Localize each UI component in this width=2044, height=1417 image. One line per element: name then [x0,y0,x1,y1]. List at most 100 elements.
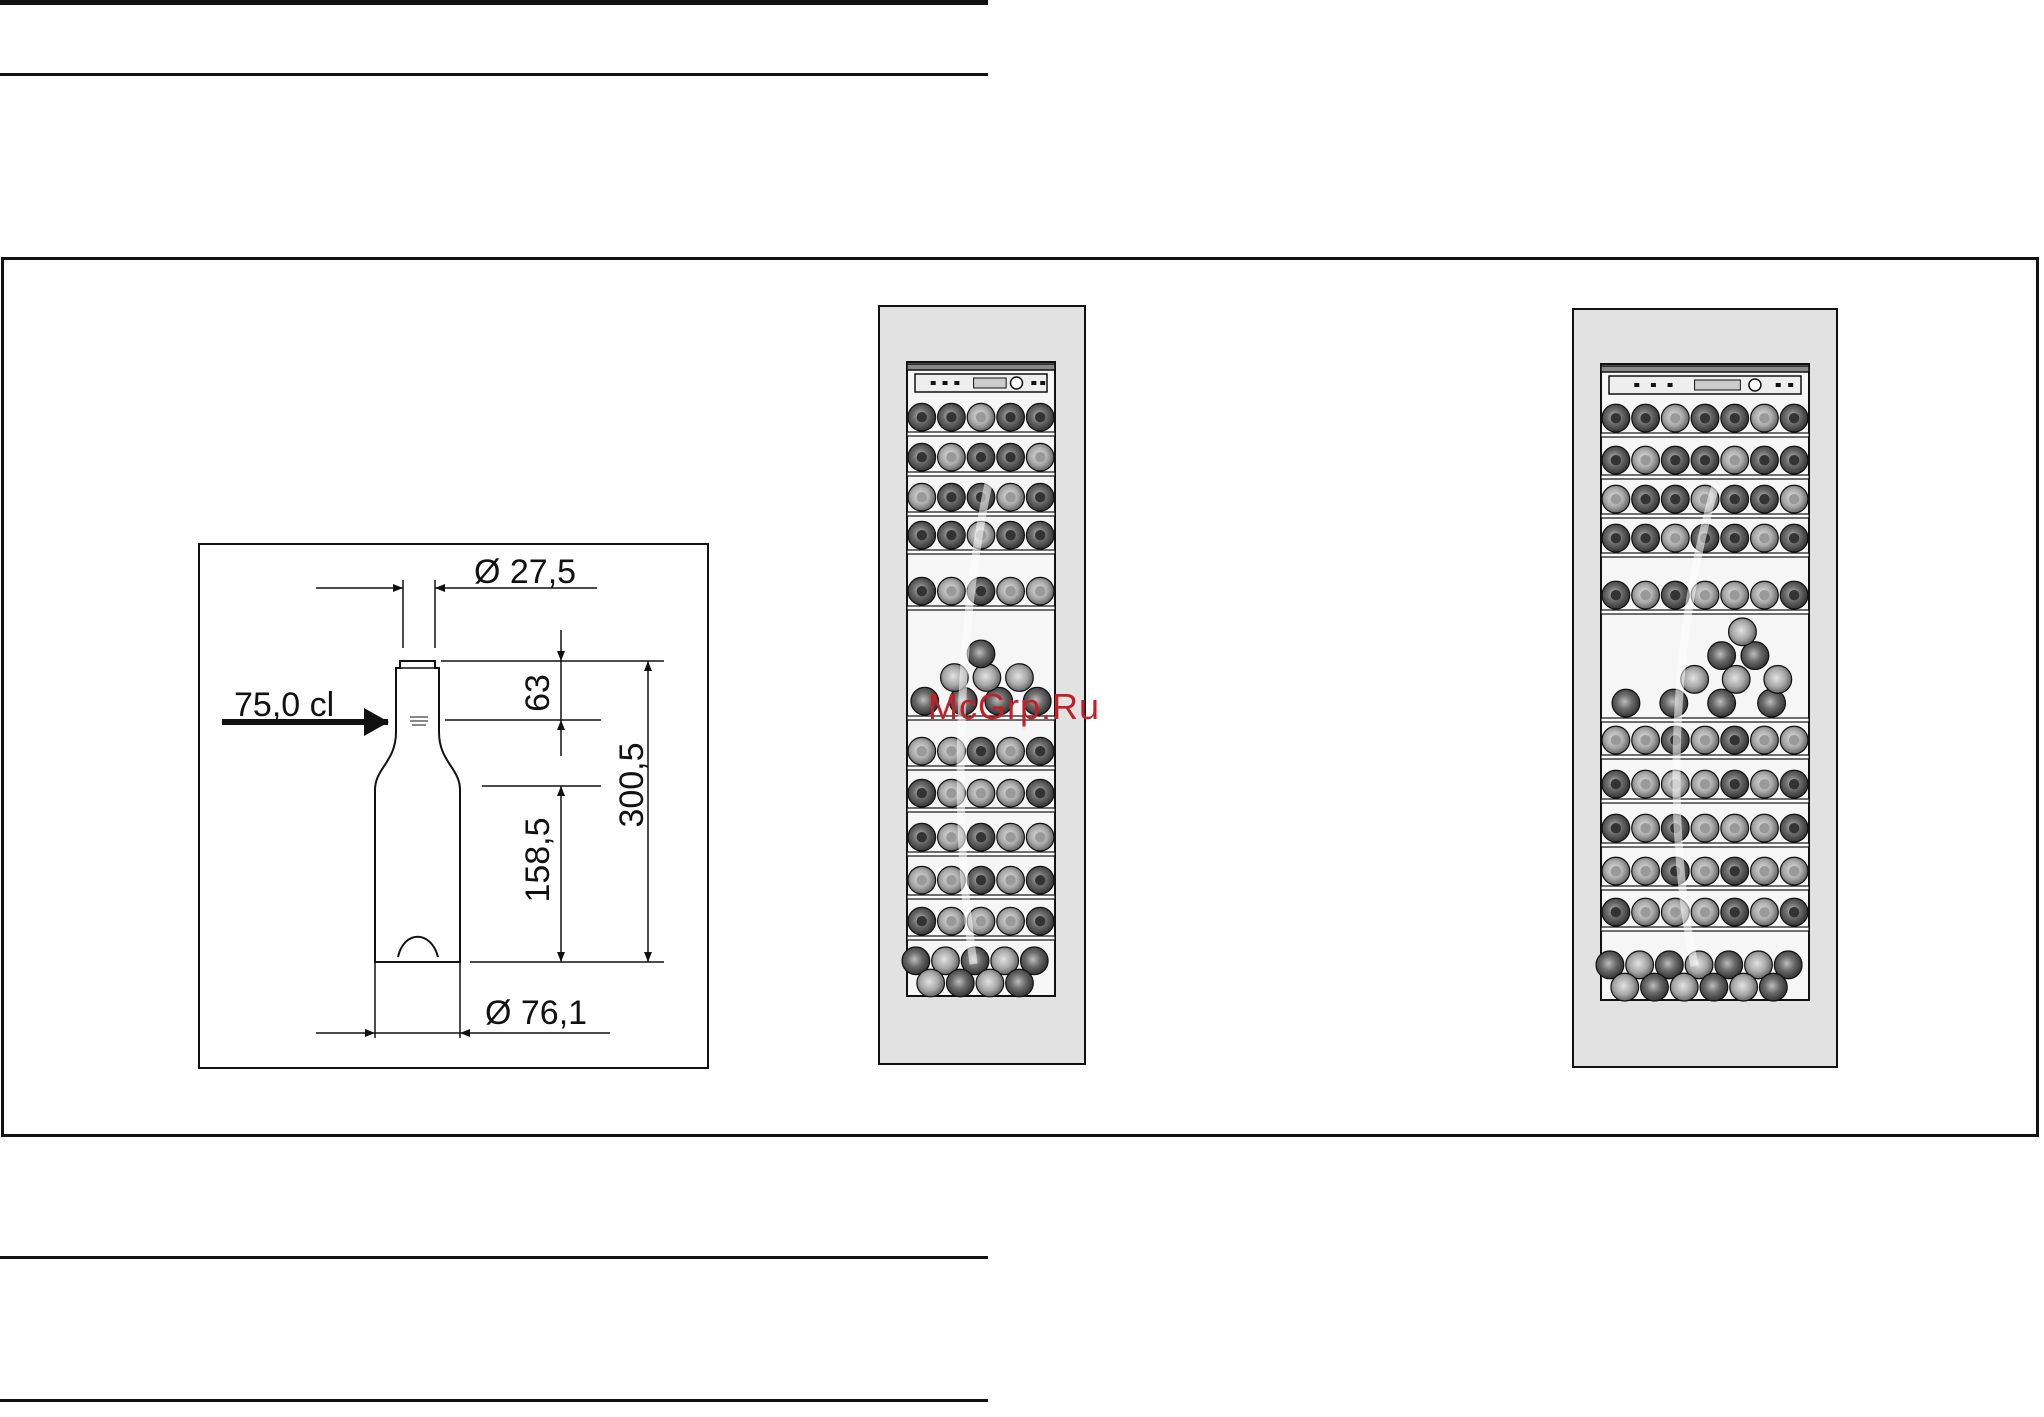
bottle-neck-icon [1730,533,1740,543]
button-icon [1776,383,1781,387]
button-icon [954,381,959,385]
bottle-neck-icon [1640,413,1650,423]
bottle-neck-icon [1611,823,1621,833]
bottle-neck-icon [1611,413,1621,423]
bottle-neck-icon [1730,907,1740,917]
bottle-end-icon [976,969,1004,997]
bottle-neck-icon [1789,779,1799,789]
bottle-neck-icon [1789,735,1799,745]
bottle-neck-icon [1759,455,1769,465]
wine-cabinet-2 [1573,309,1837,1067]
base-diameter-label: Ø 76,1 [485,994,587,1032]
bottle-neck-icon [917,586,927,596]
shelf-line [1601,610,1809,614]
bottle-neck-icon [1611,735,1621,745]
shelf-line [1601,718,1809,722]
bottle-neck-icon [1789,590,1799,600]
bottle-end-icon [1660,689,1688,717]
bottle-neck-icon [1789,533,1799,543]
bottle-end-icon [1641,973,1669,1001]
bottle-neck-icon [1700,735,1710,745]
bottle-neck-icon [1640,823,1650,833]
bottle-end-icon [917,969,945,997]
bottle-neck-icon [946,586,956,596]
bottle-neck-icon [946,746,956,756]
button-icon [943,381,948,385]
bottle-neck-icon [1611,455,1621,465]
bottle-diagram: Ø 27,5 75,0 cl 63 300,5 [199,544,708,1068]
body-height-label: 158,5 [519,817,557,902]
bottle-neck-icon [976,746,986,756]
bottle-neck-icon [1670,494,1680,504]
bottle-neck-icon [1759,779,1769,789]
bottle-neck-icon [1789,866,1799,876]
bottle-neck-icon [1670,590,1680,600]
bottle-neck-icon [1640,455,1650,465]
bottle-neck-icon [946,788,956,798]
bottle-neck-icon [1759,735,1769,745]
bottle-neck-icon [1759,823,1769,833]
bottle-neck-icon [1035,875,1045,885]
bottle-end-icon [967,640,995,668]
bottle-neck-icon [1035,452,1045,462]
bottle-end-icon [1700,973,1728,1001]
bottle-neck-icon [917,492,927,502]
bottle-neck-icon [1759,413,1769,423]
bottle-neck-icon [976,916,986,926]
bottle-neck-icon [1730,590,1740,600]
bottle-end-icon [1722,666,1750,694]
bottle-neck-icon [1005,530,1015,540]
button-icon [1031,381,1036,385]
bottle-neck-icon [1670,455,1680,465]
bottle-neck-icon [1005,788,1015,798]
bottle-neck-icon [917,412,927,422]
bottle-neck-icon [1730,455,1740,465]
shelf-line [1601,475,1809,479]
bottle-neck-icon [1611,779,1621,789]
bottle-neck-icon [1640,735,1650,745]
bottle-neck-icon [1759,907,1769,917]
bottle-neck-icon [1005,746,1015,756]
bottle-neck-icon [976,788,986,798]
bottle-neck-icon [1035,788,1045,798]
bottle-neck-icon [946,875,956,885]
bottle-neck-icon [1730,735,1740,745]
shelf-line [1601,799,1809,803]
bottle-end-icon [1758,689,1786,717]
bottle-neck-icon [1700,590,1710,600]
bottle-neck-icon [1670,413,1680,423]
bottle-neck-icon [1759,866,1769,876]
bottle-neck-icon [1730,494,1740,504]
bottle-neck-icon [946,492,956,502]
bottle-neck-icon [976,832,986,842]
bottle-end-icon [1764,666,1792,694]
bottle-neck-icon [946,832,956,842]
cabinet-top-strip [1601,366,1809,372]
bottle-neck-icon [1789,823,1799,833]
shelf-line [1601,553,1809,557]
bottle-neck-icon [1759,533,1769,543]
bottle-end-icon [946,969,974,997]
button-icon [1668,383,1673,387]
knob-icon [1011,377,1023,389]
shelf-line [1601,433,1809,437]
bottle-end-icon [1729,618,1757,646]
bottle-neck-icon [1700,413,1710,423]
shelf-line [907,808,1055,812]
bottle-neck-icon [1611,533,1621,543]
bottle-neck-icon [1005,492,1015,502]
watermark-text: McGrp.Ru [928,686,1128,728]
button-icon [1788,383,1793,387]
bottle-end-icon [1670,973,1698,1001]
shelf-line [1601,843,1809,847]
bottle-neck-icon [917,788,927,798]
bottle-neck-icon [976,586,986,596]
bottle-neck-icon [917,875,927,885]
bottle-neck-icon [917,530,927,540]
neck-diameter-label: Ø 27,5 [474,553,576,591]
shelf-line [907,472,1055,476]
bottle-neck-icon [1005,875,1015,885]
bottle-neck-icon [1730,823,1740,833]
bottle-neck-icon [1700,866,1710,876]
bottle-neck-icon [976,452,986,462]
